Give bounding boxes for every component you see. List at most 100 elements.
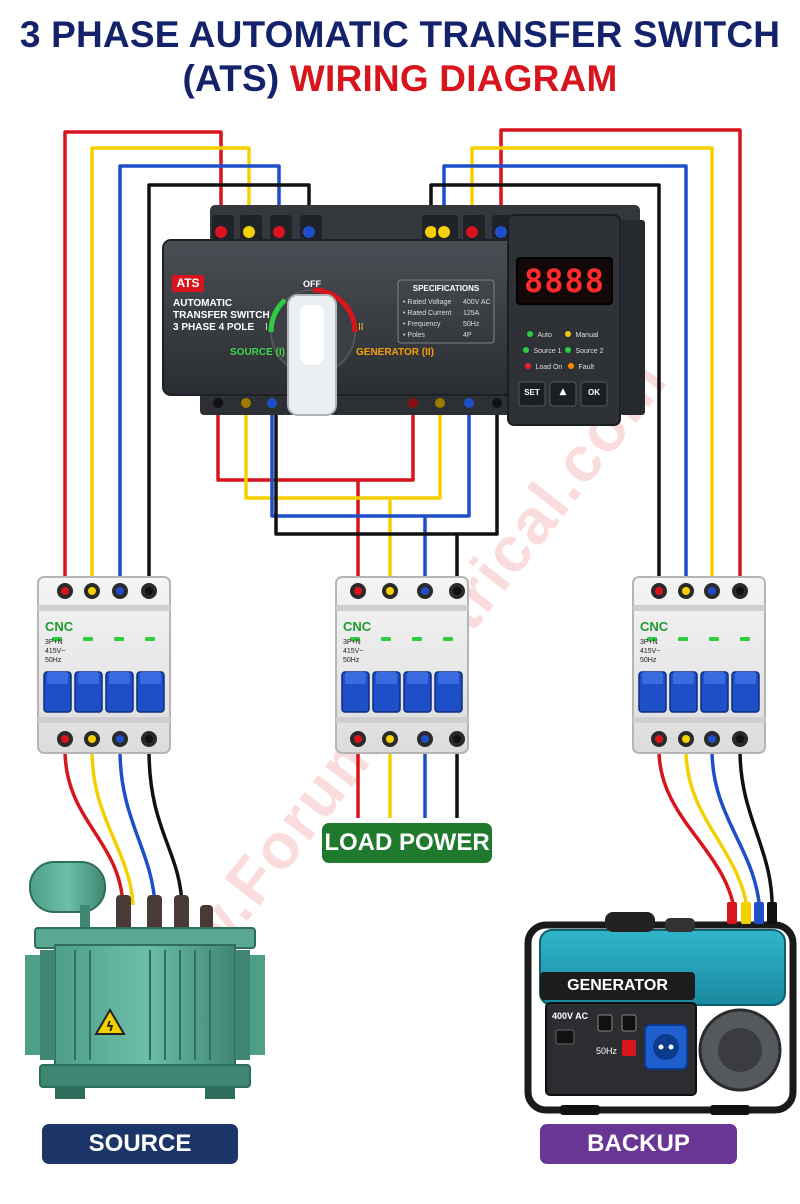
ats-spec-voltage-value: 400V AC [463, 299, 491, 306]
ats-bottom-terminals [213, 398, 502, 408]
indicator-auto: Auto [527, 324, 552, 342]
indicator-label: Source 2 [575, 348, 604, 355]
breaker-spec-line: 415V~ [45, 648, 66, 655]
breaker-spec-line: 50Hz [640, 657, 657, 664]
ats-badge [172, 275, 204, 292]
breaker-brand: CNC [45, 619, 74, 634]
breaker-top-terminal-core [116, 587, 124, 595]
generator-voltage: 400V AC [552, 1011, 589, 1021]
breaker-body [632, 576, 766, 754]
breaker-bottom-terminal-core [145, 735, 153, 743]
controller-up-button[interactable]: ▲ [559, 387, 567, 397]
led-icon [527, 331, 533, 337]
breaker-bottom-rail [633, 717, 765, 723]
breaker-body [37, 576, 171, 754]
indicator-load-on: Load On [525, 356, 562, 374]
wire-gen-n [429, 183, 661, 590]
breaker-toggle-highlight [109, 672, 130, 684]
ats-off-label: OFF [303, 279, 321, 289]
wire-g-l2 [684, 749, 750, 916]
breaker-top-terminal-core [386, 587, 394, 595]
breaker-spec-line: 3P+N [45, 639, 63, 646]
led-icon [525, 363, 531, 369]
breaker-bottom-terminal-core [736, 735, 744, 743]
breaker-bottom-terminal-core [655, 735, 663, 743]
breaker-toggle-highlight [438, 672, 459, 684]
transformer-ribs [74, 950, 211, 1060]
breaker-toggle-highlight [47, 672, 68, 684]
generator-to-ats-wires [429, 128, 742, 590]
breaker-spec-line: 50Hz [45, 657, 62, 664]
wire-g-l1 [657, 749, 737, 916]
indicator-source2: Source 2 [565, 340, 603, 358]
spec-label: Rated Current [407, 310, 452, 317]
ats-badge-label: ATS [176, 276, 200, 290]
ats-unit [162, 205, 645, 426]
ats-spec-poles-label: • Poles [403, 332, 425, 339]
controller-ok-button[interactable]: OK [588, 388, 600, 397]
wire-load-n-s [274, 405, 459, 590]
spec-label: Frequency [407, 321, 441, 328]
indicator-manual: Manual [565, 324, 598, 342]
breaker-status-window [381, 637, 391, 641]
breaker-bottom-rail [38, 717, 170, 723]
breaker-brand: CNC [343, 619, 372, 634]
indicator-label: Source 1 [533, 348, 562, 355]
breaker-spec-line: 50Hz [343, 657, 360, 664]
breaker-to-transformer-wires [63, 749, 184, 906]
source-breaker [37, 576, 171, 754]
wire-load-l2-g [390, 405, 442, 500]
breaker-bottom-terminal-core [88, 735, 96, 743]
wire-gen-l1 [499, 128, 742, 590]
ats-spec-frequency-label: • Frequency [403, 321, 441, 328]
breaker-top-terminal-core [655, 587, 663, 595]
breaker-to-generator-wires [657, 749, 774, 916]
generator-frequency: 50Hz [596, 1046, 618, 1056]
breaker-bottom-rail [336, 717, 468, 723]
load-breaker [335, 576, 469, 754]
ats-spec-voltage-label: • Rated Voltage [403, 299, 452, 306]
controller-display: 8888 [523, 262, 606, 300]
wire-load-l3-g [425, 405, 471, 518]
wire-load-n-g [457, 405, 499, 536]
wire-tr-l1 [63, 749, 125, 906]
indicator-label: Auto [537, 332, 552, 339]
load-power-label: LOAD POWER [322, 823, 492, 863]
breaker-shapes [37, 576, 766, 754]
ats-rotary-handle [268, 287, 358, 416]
generator-illustration [524, 902, 797, 1115]
indicator-source1: Source 1 [523, 340, 561, 358]
ats-name-line3: 3 PHASE 4 POLE [173, 322, 255, 333]
source-to-ats-wires [63, 130, 311, 590]
transformer-fins [25, 950, 265, 1060]
led-icon [523, 347, 529, 353]
breaker-toggle-highlight [78, 672, 99, 684]
breaker-bottom-terminal-core [708, 735, 716, 743]
indicator-label: Fault [578, 364, 595, 371]
wire-tr-l3 [118, 749, 157, 906]
breaker-toggle-highlight [345, 672, 366, 684]
breaker-bottom-terminal-core [354, 735, 362, 743]
ats-spec-current-label: • Rated Current [403, 310, 452, 317]
breaker-top-terminal-core [145, 587, 153, 595]
transformer-bushings [116, 895, 213, 935]
ats-name-line2: TRANSFER SWITCH [173, 310, 270, 321]
breaker-toggle-highlight [735, 672, 756, 684]
breaker-bottom-terminal-core [116, 735, 124, 743]
breaker-top-terminal-core [682, 587, 690, 595]
breaker-status-window [647, 637, 657, 641]
breaker-top-terminal-core [354, 587, 362, 595]
wire-tr-l2 [90, 749, 135, 906]
breaker-spec-line: 415V~ [640, 648, 661, 655]
spec-label: Rated Voltage [407, 299, 452, 306]
breaker-top-rail [633, 605, 765, 611]
controller-set-button[interactable]: SET [524, 388, 540, 397]
wire-tr-n [147, 749, 184, 906]
breaker-top-terminal-core [88, 587, 96, 595]
breaker-toggle-highlight [704, 672, 725, 684]
led-icon [568, 363, 574, 369]
breaker-toggle-highlight [140, 672, 161, 684]
breaker-toggle-highlight [673, 672, 694, 684]
ats-position-ii: II [358, 322, 364, 333]
breaker-status-window [145, 637, 155, 641]
